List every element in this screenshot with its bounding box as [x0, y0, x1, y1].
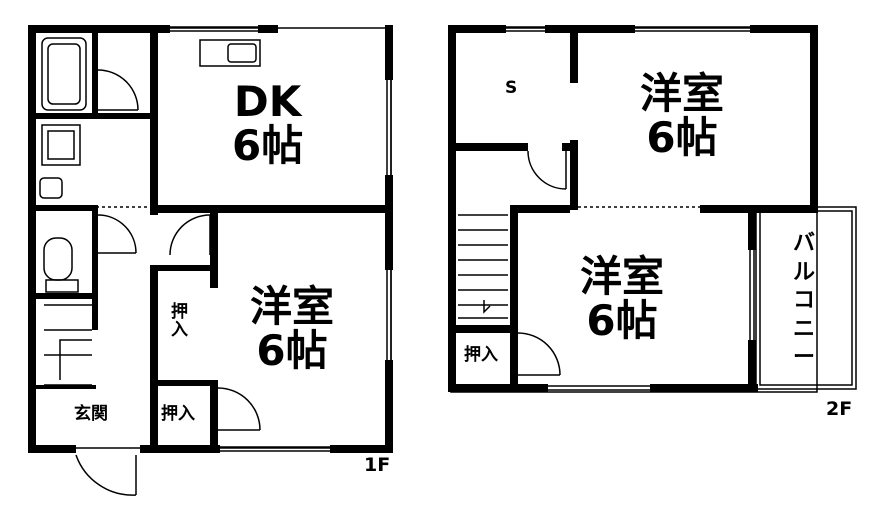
- floor-2-plan: [448, 25, 857, 393]
- room-label-entrance: 玄関: [74, 404, 108, 424]
- room-label-storage: S: [505, 78, 518, 98]
- room-label-dk: DK 6帖: [232, 77, 304, 171]
- floor-label-2f: 2F: [826, 398, 853, 420]
- floor-label-1f: 1F: [364, 454, 391, 476]
- room-label-closet-1f-b: 押入: [161, 404, 195, 424]
- room-label-closet-2f: 押入: [464, 345, 498, 365]
- room-label-western-2f-north: 洋室 6帖: [640, 69, 725, 163]
- room-label-western-2f-south: 洋室 6帖: [580, 252, 665, 346]
- room-label-closet-1f-a: 押 入: [171, 302, 188, 340]
- floor-1-plan: [28, 25, 393, 496]
- room-label-western-1f: 洋室 6帖: [250, 282, 335, 376]
- room-label-balcony: バ ル コ ニ ー: [793, 231, 816, 371]
